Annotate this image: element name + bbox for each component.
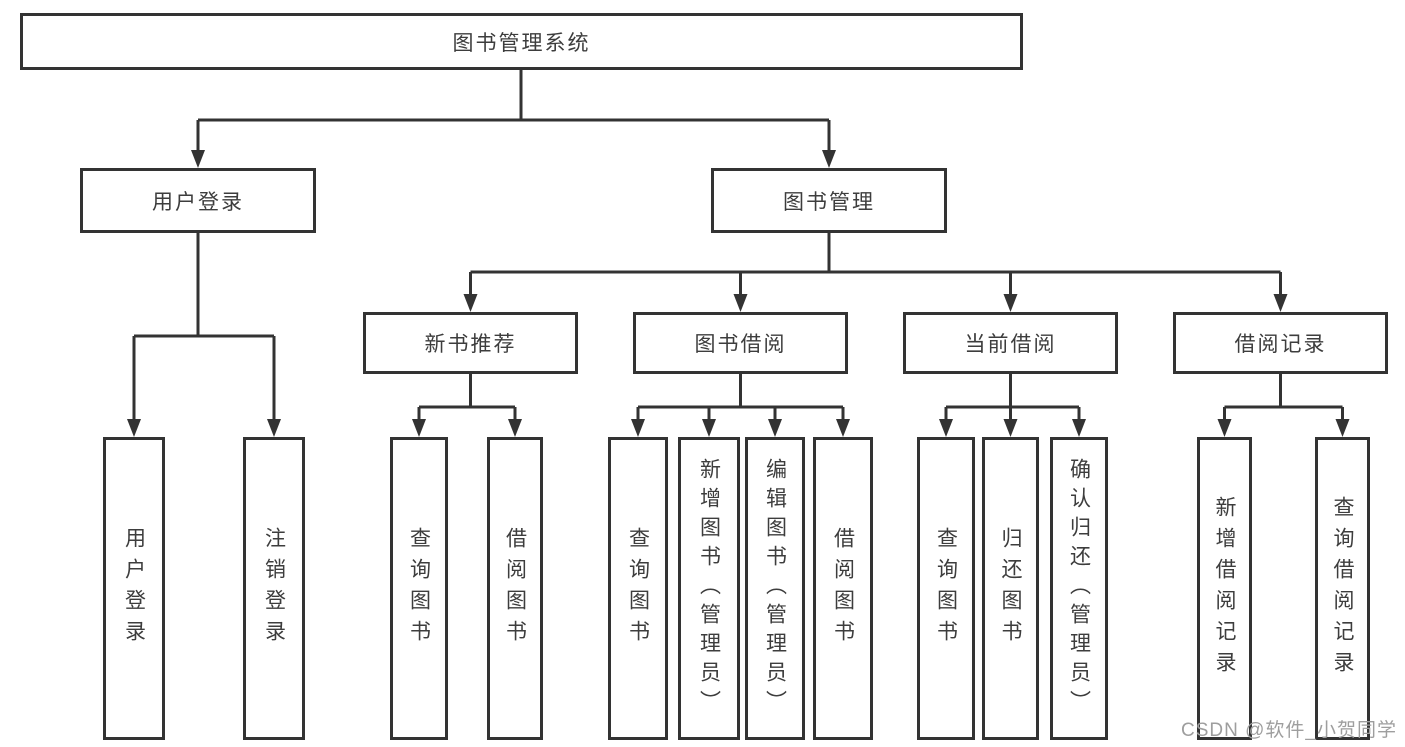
node-leaf-add-borrow-record: 新增借阅记录 bbox=[1197, 437, 1252, 740]
node-leaf-user-login: 用户登录 bbox=[103, 437, 165, 740]
node-user-login: 用户登录 bbox=[80, 168, 316, 233]
arrowhead bbox=[191, 150, 205, 168]
node-leaf-confirm-return-admin: 确认归还（管理员） bbox=[1050, 437, 1108, 740]
node-leaf-return-books: 归还图书 bbox=[982, 437, 1039, 740]
node-leaf-borrow-books: 借阅图书 bbox=[813, 437, 873, 740]
node-leaf-add-borrow-record-label: 新增借阅记录 bbox=[1213, 495, 1236, 682]
arrowhead bbox=[733, 294, 748, 312]
arrowhead bbox=[412, 419, 426, 437]
node-leaf-add-books-admin: 新增图书（管理员） bbox=[678, 437, 740, 740]
arrowhead bbox=[939, 419, 953, 437]
node-user-login-label: 用户登录 bbox=[152, 190, 244, 214]
arrowhead bbox=[463, 294, 478, 312]
node-leaf-user-login-label: 用户登录 bbox=[122, 526, 146, 651]
node-current-borrowing-label: 当前借阅 bbox=[964, 333, 1057, 356]
node-book-management-label: 图书管理 bbox=[783, 190, 875, 214]
node-library-system: 图书管理系统 bbox=[20, 13, 1023, 70]
node-book-borrowing-label: 图书借阅 bbox=[694, 333, 787, 356]
node-leaf-borrow-books-label: 借阅图书 bbox=[831, 526, 855, 651]
node-book-borrowing: 图书借阅 bbox=[633, 312, 848, 374]
node-leaf-borrow-books-recommend-label: 借阅图书 bbox=[503, 526, 527, 651]
arrowhead bbox=[1003, 419, 1018, 437]
node-new-book-recommend: 新书推荐 bbox=[363, 312, 578, 374]
connector-borrow-records-to-leaves bbox=[1223, 374, 1344, 421]
node-leaf-edit-books-admin: 编辑图书（管理员） bbox=[745, 437, 805, 740]
node-leaf-query-books-recommend: 查询图书 bbox=[390, 437, 448, 740]
arrowhead bbox=[127, 419, 141, 437]
node-leaf-borrow-books-recommend: 借阅图书 bbox=[487, 437, 543, 740]
connector-current-borrowing-to-leaves bbox=[944, 374, 1081, 421]
node-current-borrowing: 当前借阅 bbox=[903, 312, 1118, 374]
arrowhead bbox=[508, 419, 522, 437]
node-leaf-edit-books-admin-label: 编辑图书（管理员） bbox=[763, 458, 787, 719]
node-leaf-confirm-return-admin-label: 确认归还（管理员） bbox=[1067, 458, 1091, 719]
arrowhead bbox=[1335, 419, 1350, 437]
arrowhead bbox=[822, 150, 836, 168]
arrowhead bbox=[1072, 419, 1086, 437]
connector-user-login-to-leaves bbox=[132, 233, 276, 421]
node-leaf-add-books-admin-label: 新增图书（管理员） bbox=[697, 458, 721, 719]
node-leaf-query-borrow-record: 查询借阅记录 bbox=[1315, 437, 1370, 740]
node-leaf-query-books-current: 查询图书 bbox=[917, 437, 975, 740]
connector-root-to-level2 bbox=[196, 70, 831, 152]
node-borrow-records-label: 借阅记录 bbox=[1234, 333, 1327, 356]
arrowhead bbox=[267, 419, 281, 437]
node-leaf-query-books-borrowing: 查询图书 bbox=[608, 437, 668, 740]
node-borrow-records: 借阅记录 bbox=[1173, 312, 1388, 374]
node-leaf-query-books-borrowing-label: 查询图书 bbox=[626, 526, 650, 651]
node-leaf-return-books-label: 归还图书 bbox=[999, 526, 1022, 651]
arrowhead bbox=[631, 419, 645, 437]
arrowhead bbox=[836, 419, 850, 437]
node-leaf-query-borrow-record-label: 查询借阅记录 bbox=[1331, 495, 1354, 682]
arrowhead bbox=[1273, 294, 1288, 312]
arrowhead bbox=[702, 419, 716, 437]
node-leaf-query-books-current-label: 查询图书 bbox=[934, 526, 958, 651]
csdn-watermark: CSDN @软件_小贺同学 bbox=[1181, 720, 1397, 741]
arrowhead bbox=[1003, 294, 1018, 312]
node-leaf-logout-label: 注销登录 bbox=[262, 526, 286, 651]
connector-book-borrowing-to-leaves bbox=[636, 374, 845, 421]
node-new-book-recommend-label: 新书推荐 bbox=[424, 333, 517, 356]
arrowhead bbox=[1217, 419, 1232, 437]
node-library-system-label: 图书管理系统 bbox=[452, 31, 591, 55]
arrowhead bbox=[768, 419, 782, 437]
connector-new-book-to-leaves bbox=[417, 374, 517, 421]
connector-book-management-to-level3 bbox=[469, 233, 1282, 296]
node-book-management: 图书管理 bbox=[711, 168, 947, 233]
node-leaf-query-books-recommend-label: 查询图书 bbox=[407, 526, 431, 651]
node-leaf-logout: 注销登录 bbox=[243, 437, 305, 740]
